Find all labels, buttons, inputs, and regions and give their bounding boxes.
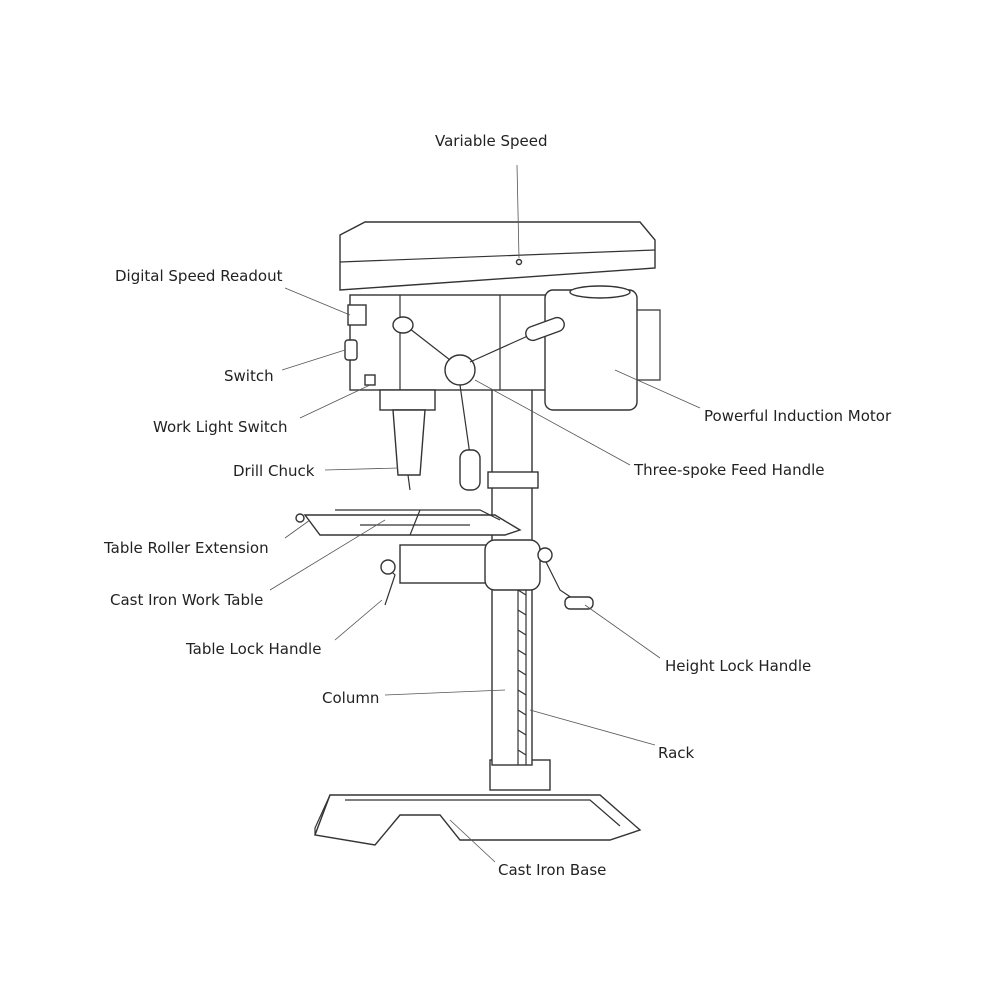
label-rack: Rack bbox=[658, 744, 695, 762]
label-switch: Switch bbox=[224, 367, 274, 385]
label-table-lock-handle: Table Lock Handle bbox=[186, 640, 322, 658]
leader-lines bbox=[269, 164, 701, 863]
label-variable-speed: Variable Speed bbox=[435, 132, 548, 150]
table-drawing bbox=[295, 509, 594, 610]
label-drill-chuck: Drill Chuck bbox=[233, 462, 315, 480]
label-digital-speed-readout: Digital Speed Readout bbox=[115, 267, 283, 285]
base-drawing bbox=[314, 794, 642, 846]
label-cast-iron-base: Cast Iron Base bbox=[498, 861, 607, 879]
label-table-roller-extension: Table Roller Extension bbox=[104, 539, 269, 557]
label-three-spoke-feed-handle: Three-spoke Feed Handle bbox=[634, 461, 825, 479]
label-column: Column bbox=[322, 689, 380, 707]
head-drawing bbox=[339, 221, 661, 491]
label-cast-iron-work-table: Cast Iron Work Table bbox=[110, 591, 264, 609]
label-work-light-switch: Work Light Switch bbox=[153, 418, 288, 436]
label-height-lock-handle: Height Lock Handle bbox=[665, 657, 812, 675]
label-powerful-induction-motor: Powerful Induction Motor bbox=[704, 407, 892, 425]
